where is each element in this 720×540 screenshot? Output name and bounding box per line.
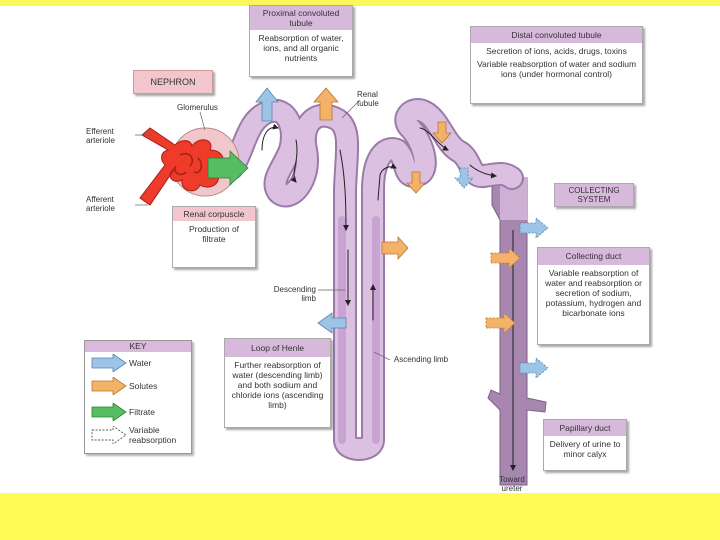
papillary-duct-box: Papillary duct Delivery of urine to mino… <box>543 419 627 471</box>
renal-corpuscle-title: Renal corpuscle <box>173 207 255 221</box>
solutes-arrow-icon <box>91 377 127 395</box>
top-frame-bar <box>0 0 720 6</box>
nephron-title-box: NEPHRON <box>133 70 213 94</box>
nephron-title: NEPHRON <box>150 77 196 87</box>
solutes-arrow-ascending <box>381 235 409 261</box>
key-item-variable: Variable reabsorption <box>85 425 193 453</box>
afferent-arteriole-label: Afferent arteriole <box>86 195 115 213</box>
solutes-arrow-collecting-1 <box>490 247 521 269</box>
key-item-water: Water <box>85 353 193 373</box>
proximal-title: Proximal convoluted tubule <box>250 6 352 30</box>
solutes-arrow-collecting-2 <box>485 312 516 334</box>
descending-limb-label: Descending limb <box>273 285 316 303</box>
distal-body-1: Secretion of ions, acids, drugs, toxins <box>471 43 642 57</box>
collecting-system-title: COLLECTING SYSTEM <box>568 186 620 204</box>
glomerulus-label: Glomerulus <box>177 103 218 112</box>
distal-tubule-box: Distal convoluted tubule Secretion of io… <box>470 26 643 104</box>
loop-of-henle-title: Loop of Henle <box>225 339 330 357</box>
loop-of-henle-body: Further reabsorption of water (descendin… <box>225 357 330 413</box>
toward-ureter-label: Toward ureter <box>499 475 525 493</box>
proximal-body: Reabsorption of water, ions, and all org… <box>250 30 352 66</box>
key-item-filtrate: Filtrate <box>85 402 193 422</box>
papillary-duct-title: Papillary duct <box>544 420 626 436</box>
water-arrow-collecting-1 <box>519 217 549 239</box>
collecting-duct-box: Collecting duct Variable reabsorption of… <box>537 247 650 345</box>
key-label-water: Water <box>129 358 152 368</box>
water-arrow-descending <box>317 312 347 334</box>
water-arrow-collecting-2 <box>519 357 549 379</box>
solutes-arrow-distal-2 <box>406 171 426 194</box>
renal-corpuscle-body: Production of filtrate <box>173 221 255 247</box>
proximal-tubule-box: Proximal convoluted tubule Reabsorption … <box>249 5 353 77</box>
filtrate-arrow-icon <box>91 403 127 421</box>
collecting-system-box: COLLECTING SYSTEM <box>554 183 634 207</box>
collecting-duct-body: Variable reabsorption of water and reabs… <box>538 265 649 321</box>
filtrate-arrow <box>207 150 249 186</box>
papillary-duct-body: Delivery of urine to minor calyx <box>544 436 626 462</box>
collecting-duct-title: Collecting duct <box>538 248 649 265</box>
bottom-frame-bar <box>0 493 720 540</box>
legend-key: KEY Water Solutes Filtrate Variable reab… <box>84 340 192 454</box>
water-arrow-icon <box>91 354 127 372</box>
renal-corpuscle-box: Renal corpuscle Production of filtrate <box>172 206 256 268</box>
solutes-arrow-proximal <box>313 87 339 121</box>
ascending-limb-label: Ascending limb <box>393 355 449 364</box>
loop-of-henle-box: Loop of Henle Further reabsorption of wa… <box>224 338 331 428</box>
variable-reabsorption-arrow-icon <box>91 426 127 444</box>
key-label-solutes: Solutes <box>129 381 158 391</box>
renal-corpuscle-shape <box>139 127 240 206</box>
water-arrow-distal-variable <box>454 167 474 189</box>
water-arrow-proximal <box>255 87 279 122</box>
distal-title: Distal convoluted tubule <box>471 27 642 43</box>
efferent-arteriole-label: Efferent arteriole <box>86 127 115 145</box>
renal-tubule-label: Renal tubule <box>357 90 379 108</box>
key-label-variable: Variable reabsorption <box>129 425 177 445</box>
distal-body-2: Variable reabsorption of water and sodiu… <box>471 57 642 82</box>
key-label-filtrate: Filtrate <box>129 407 155 417</box>
solutes-arrow-distal-1 <box>432 121 452 144</box>
key-title: KEY <box>85 341 191 352</box>
leader-lines <box>135 99 391 361</box>
key-item-solutes: Solutes <box>85 376 193 396</box>
